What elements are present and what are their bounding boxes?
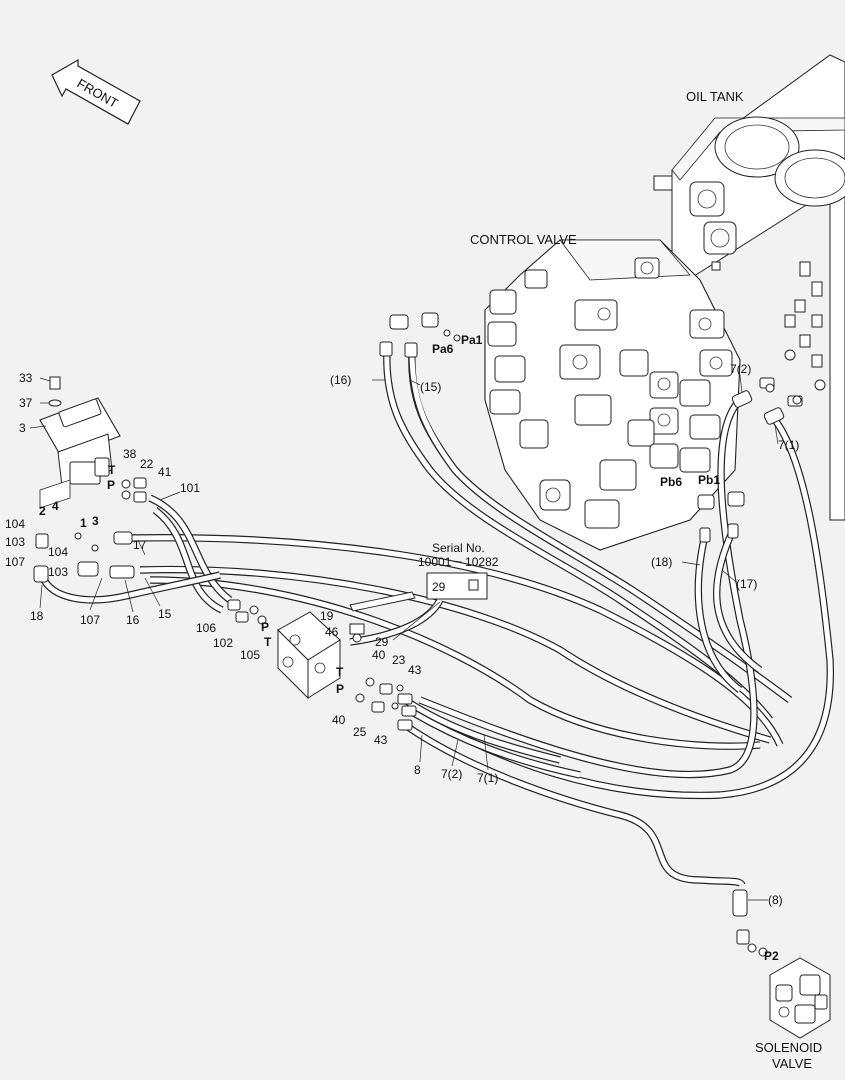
port-labels: Pa1 Pa6 Pb6 Pb1 P2 T P T P T P (107, 333, 779, 963)
callout-1: 1 (80, 516, 87, 530)
oil-tank-label: OIL TANK (686, 89, 744, 104)
callout-8: 8 (414, 763, 421, 777)
pilot-valve (33, 376, 147, 583)
serial-line-2: 10001 ~ 10282 (418, 555, 499, 569)
hose-bundle-upper (129, 534, 784, 750)
callout-17: 17 (133, 538, 147, 552)
elbow-fitting-pa6 (379, 314, 409, 357)
callout-15: 15 (158, 607, 172, 621)
front-arrow: FRONT (51, 58, 141, 125)
block-hoses (402, 696, 581, 779)
callout-7-2-right: 7(2) (730, 362, 751, 376)
callout-43a: 43 (408, 663, 422, 677)
callout-33: 33 (19, 371, 33, 385)
callout-37: 37 (19, 396, 33, 410)
port-t-block: T (264, 635, 272, 649)
solenoid-label-1: SOLENOID (755, 1040, 822, 1055)
callout-15-paren: (15) (420, 380, 441, 394)
callout-107b: 107 (80, 613, 100, 627)
hose-8 (402, 721, 746, 888)
callout-23: 23 (392, 653, 406, 667)
callout-18-paren: (18) (651, 555, 672, 569)
callout-7-1: 7(1) (477, 771, 498, 785)
callout-40a: 40 (372, 648, 386, 662)
callout-43b: 43 (374, 733, 388, 747)
callout-22: 22 (140, 457, 154, 471)
tank-bolt-pattern (711, 261, 826, 391)
port-t-pilot: T (108, 463, 116, 477)
port-pb6: Pb6 (660, 475, 682, 489)
callout-3b: 3 (92, 514, 99, 528)
solenoid-valve: SOLENOID VALVE (755, 957, 831, 1071)
callout-38: 38 (123, 447, 137, 461)
port-pa1: Pa1 (461, 333, 483, 347)
fitting-8 (732, 889, 750, 945)
callout-29: 29 (375, 635, 389, 649)
hose-18 (38, 571, 221, 604)
callout-7-2: 7(2) (441, 767, 462, 781)
hose-18-right (694, 534, 743, 693)
callout-107a: 107 (5, 555, 25, 569)
solenoid-label-2: VALVE (772, 1056, 812, 1071)
callout-106: 106 (196, 621, 216, 635)
manifold-block (227, 591, 417, 731)
callout-2: 2 (39, 504, 46, 518)
port-p-pilot: P (107, 478, 115, 492)
hose-101 (148, 494, 233, 614)
hose-16 (383, 349, 773, 723)
callout-105: 105 (240, 648, 260, 662)
callout-7-1-right: 7(1) (778, 438, 799, 452)
port-p2: P2 (764, 949, 779, 963)
callout-46: 46 (325, 625, 339, 639)
callout-104a: 104 (5, 517, 25, 531)
callout-101: 101 (180, 481, 200, 495)
port-p-block: P (261, 620, 269, 634)
callouts: 33 37 3 38 22 41 101 17 2 4 1 3 104 103 … (5, 362, 799, 907)
callout-18: 18 (30, 609, 44, 623)
callout-40b: 40 (332, 713, 346, 727)
callout-25: 25 (353, 725, 367, 739)
control-valve-label: CONTROL VALVE (470, 232, 577, 247)
hose-17-right (712, 528, 763, 673)
serial-box: Serial No. 10001 ~ 10282 29 (418, 541, 499, 600)
port-t-fitting: T (336, 665, 344, 679)
callout-8-paren: (8) (768, 893, 783, 907)
control-valve: CONTROL VALVE (470, 232, 741, 551)
serial-line-1: Serial No. (432, 541, 485, 555)
callout-3: 3 (19, 421, 26, 435)
callout-103a: 103 (5, 535, 25, 549)
port-pa6: Pa6 (432, 342, 454, 356)
callout-19: 19 (320, 609, 334, 623)
fitting-pb1 (727, 491, 745, 539)
serial-hose (349, 598, 444, 646)
callout-103b: 103 (48, 565, 68, 579)
valve-spools (487, 269, 733, 529)
fittings (379, 312, 803, 957)
leader-lines (29, 374, 779, 901)
serial-part: 29 (432, 580, 446, 594)
oil-tank: OIL TANK (653, 54, 845, 521)
callout-17-paren: (17) (736, 577, 757, 591)
port-pb1: Pb1 (698, 473, 720, 487)
fitting-pb6 (697, 494, 715, 543)
hose-15 (408, 351, 793, 703)
hose-7-2 (418, 397, 758, 779)
callout-104b: 104 (48, 545, 68, 559)
callout-41: 41 (158, 465, 172, 479)
callout-102: 102 (213, 636, 233, 650)
elbow-fitting-pa1 (404, 312, 439, 358)
callout-16: 16 (126, 613, 140, 627)
port-p-fitting: P (336, 682, 344, 696)
hoses (38, 349, 834, 888)
callout-4: 4 (52, 499, 59, 513)
callout-16-paren: (16) (330, 373, 351, 387)
